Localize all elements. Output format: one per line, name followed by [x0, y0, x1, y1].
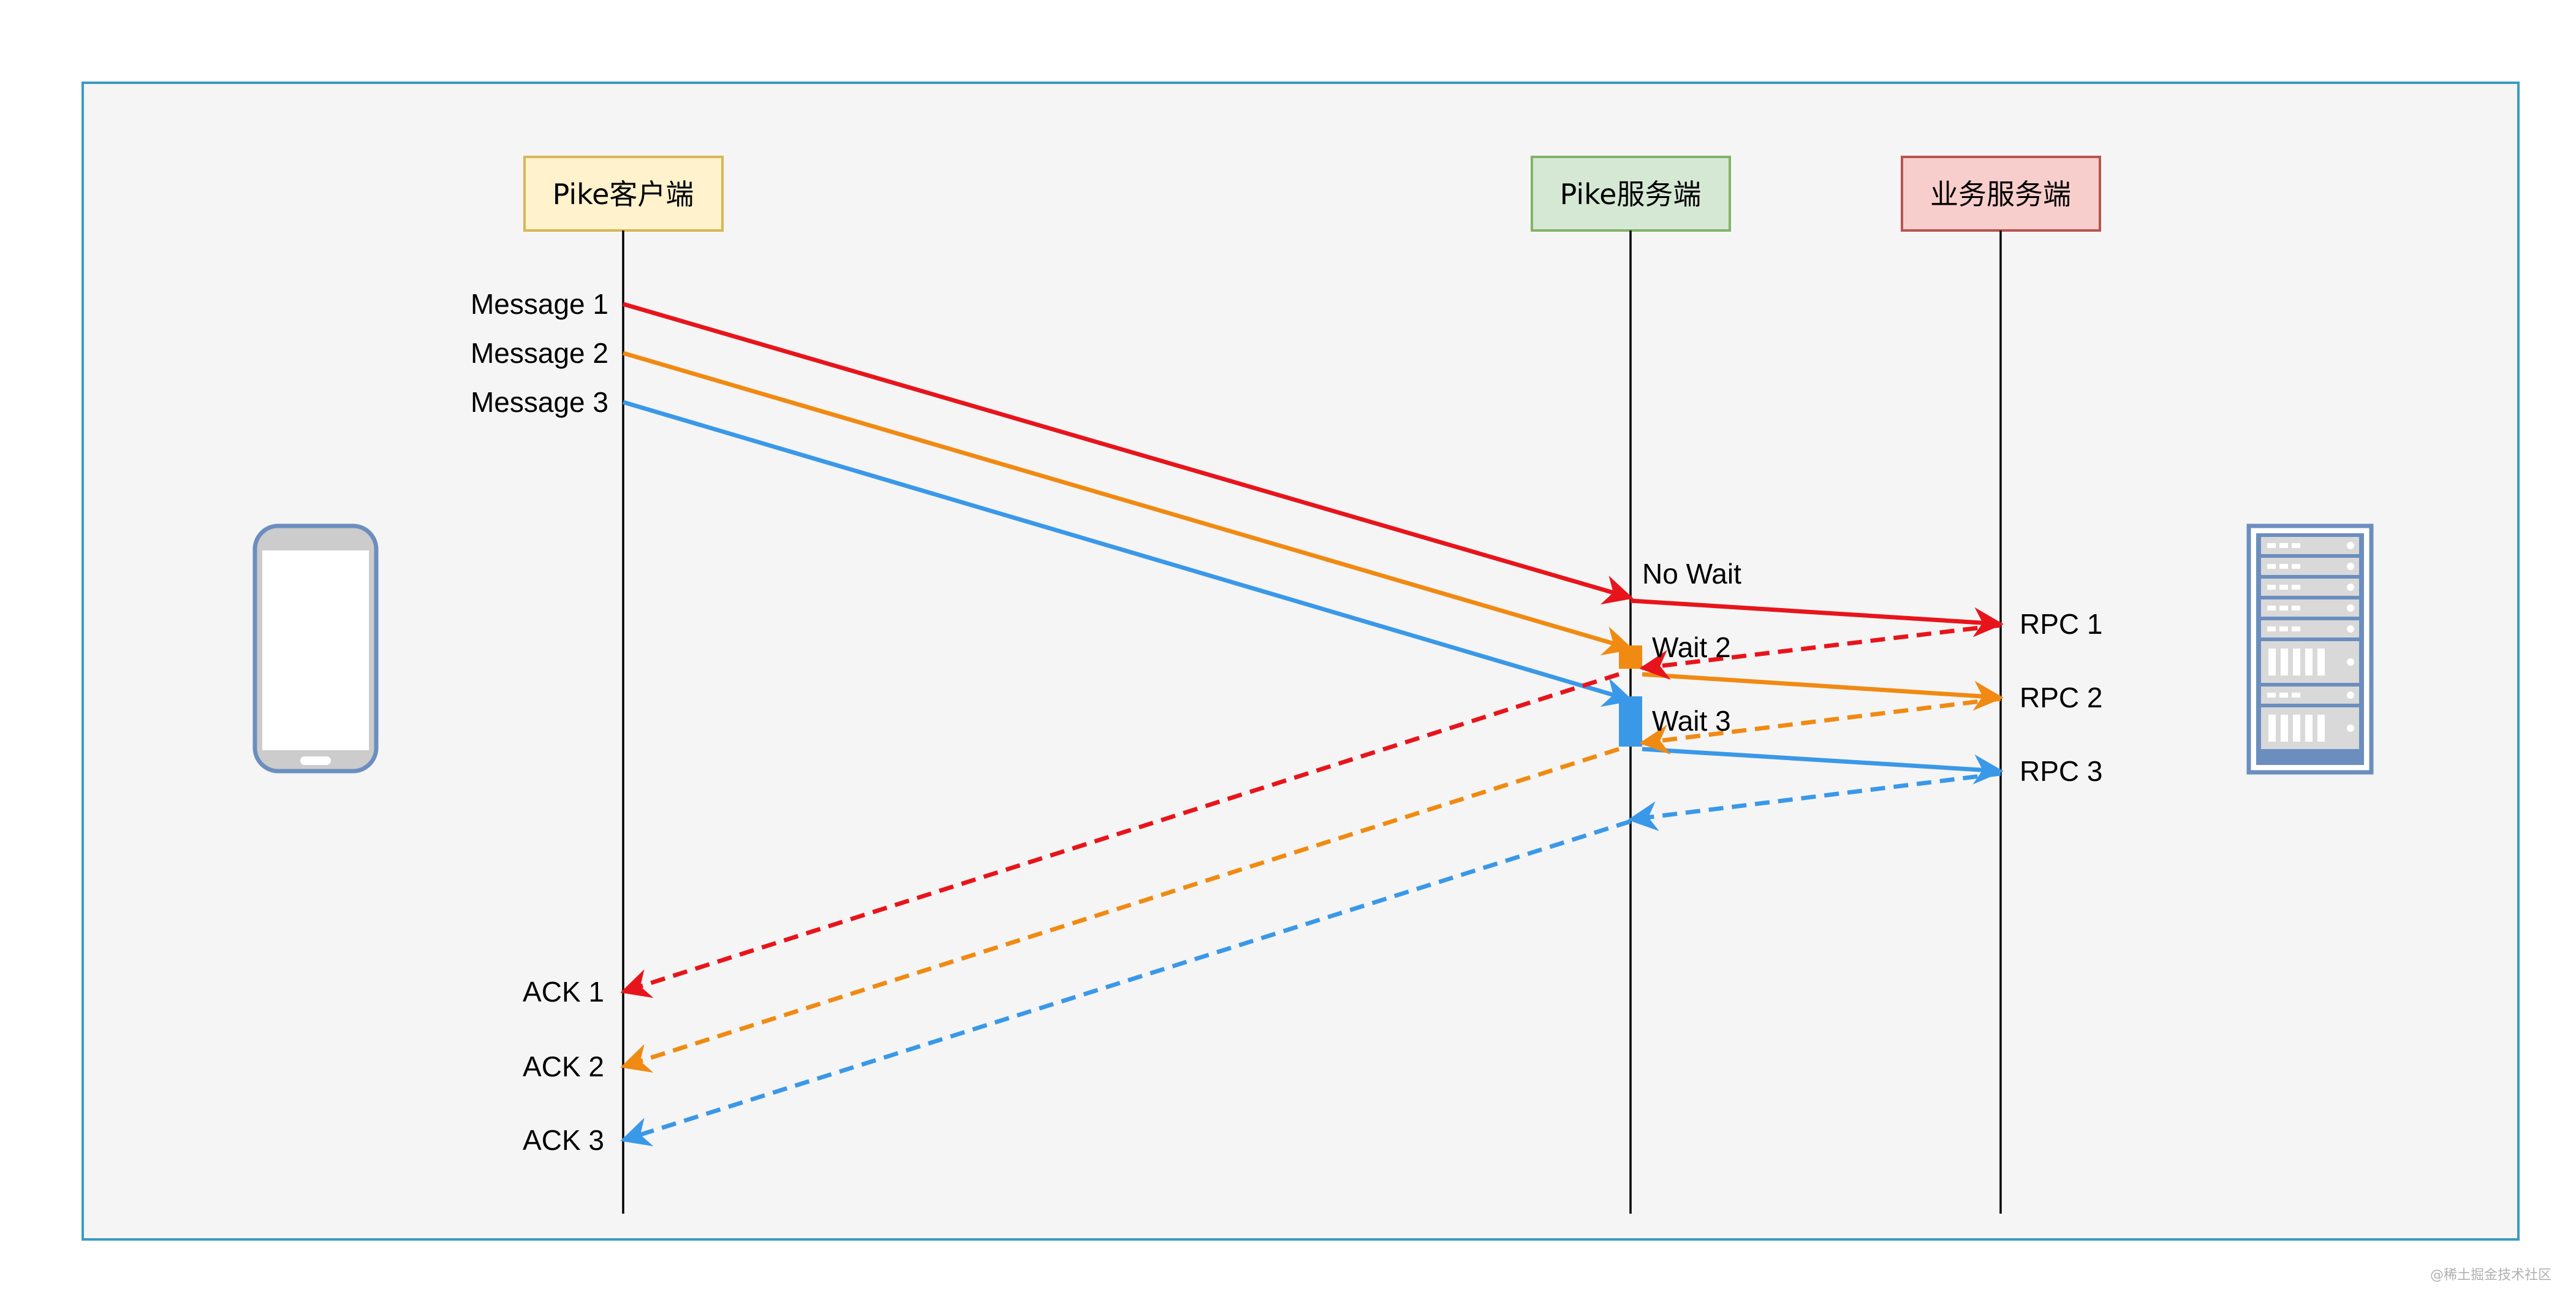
- rpc-2-response-arrow: [1639, 696, 2001, 755]
- participant-pike-server-label: Pike服务端: [1560, 178, 1702, 211]
- watermark: @稀土掘金技术社区: [2430, 1268, 2551, 1283]
- smartphone-icon: [252, 523, 379, 774]
- message-3-arrow: [623, 400, 1634, 707]
- participant-pike-server: Pike服务端: [1531, 156, 1731, 232]
- message-1-arrow: [623, 302, 1634, 605]
- message-3-label: Message 3: [471, 386, 608, 418]
- rpc-1-response-arrow: [1639, 623, 2001, 680]
- rpc-2-label: RPC 2: [2020, 682, 2102, 713]
- ack-1-label: ACK 1: [523, 976, 604, 1008]
- participant-biz-server-label: 业务服务端: [1930, 178, 2071, 211]
- rpc-2-arrow: [1642, 672, 2004, 711]
- message-1-label: Message 1: [471, 288, 608, 320]
- ack-3-arrow: [620, 819, 1632, 1147]
- wait2-activation: [1619, 645, 1642, 669]
- rpc-3-response-arrow: [1627, 771, 2001, 831]
- no-wait-label: No Wait: [1642, 558, 1741, 590]
- ack-3-label: ACK 3: [523, 1124, 604, 1156]
- rpc-3-label: RPC 3: [2020, 755, 2102, 787]
- participant-biz-server: 业务服务端: [1901, 156, 2101, 232]
- rpc-1-label: RPC 1: [2020, 608, 2102, 640]
- participant-client-label: Pike客户端: [553, 178, 694, 211]
- participant-client: Pike客户端: [523, 156, 724, 232]
- wait-2-label: Wait 2: [1652, 631, 1731, 663]
- ack-2-label: ACK 2: [523, 1051, 604, 1082]
- message-2-label: Message 2: [471, 337, 608, 369]
- rpc-3-arrow: [1642, 747, 2004, 785]
- message-2-arrow: [623, 351, 1634, 656]
- server-rack-icon: [2246, 523, 2374, 775]
- wait-3-label: Wait 3: [1652, 705, 1731, 737]
- diagram-frame: [81, 82, 2520, 1241]
- ack-1-arrow: [620, 672, 1620, 998]
- ack-2-arrow: [620, 747, 1620, 1073]
- wait3-activation: [1619, 696, 1642, 747]
- rpc-1-arrow: [1630, 598, 2004, 637]
